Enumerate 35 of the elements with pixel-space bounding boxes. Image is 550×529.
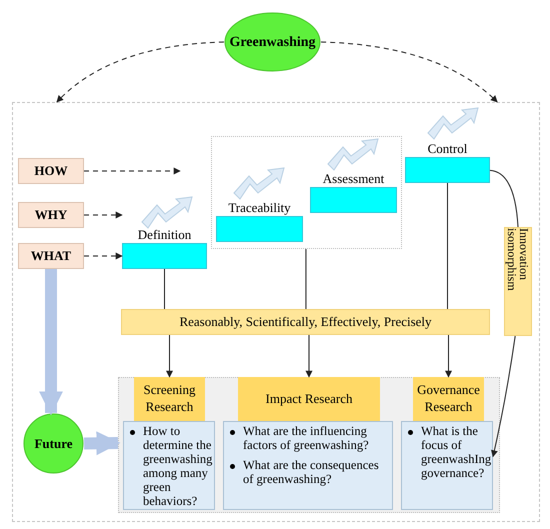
research-header: Governance Research <box>413 377 484 421</box>
innovation-box: Innovation isomorphism <box>504 227 532 336</box>
arrow <box>56 42 224 102</box>
step-label: Definition <box>136 227 192 243</box>
arrow <box>306 334 312 378</box>
question-text: What are the consequences of greenwashing? <box>243 458 380 486</box>
arrow <box>84 212 123 218</box>
block-arrow <box>39 269 63 416</box>
question-card <box>123 421 215 510</box>
question-text: How to determine the greenwashing among many green behaviors? <box>143 424 212 508</box>
topic-label: Greenwashing <box>229 34 316 52</box>
arrow <box>320 42 498 102</box>
dotted-frame <box>211 136 402 249</box>
question-text: What are the influencing factors of greenwashing? <box>243 424 370 452</box>
step-label: Control <box>426 141 468 157</box>
question-card <box>401 421 493 510</box>
research-panel <box>118 377 500 513</box>
arrow <box>445 334 452 378</box>
question-box: WHY <box>18 202 84 228</box>
research-header: Impact Research <box>238 377 380 421</box>
arrow <box>84 168 181 174</box>
question-box: HOW <box>18 158 84 184</box>
question-text: What is the focus of greenwashIng governance? <box>421 424 492 480</box>
arrow <box>84 252 123 260</box>
future-label: Future <box>34 434 73 453</box>
step-label: Assessment <box>322 171 386 187</box>
arrow <box>166 334 173 378</box>
step-label: Traceability <box>227 200 292 216</box>
principle-bar: Reasonably, Scientifically, Effectively, Precisely <box>121 309 490 335</box>
question-box: WHAT <box>18 243 84 269</box>
question-card <box>223 421 393 510</box>
arrow <box>490 336 516 458</box>
dashed-frame <box>12 102 540 522</box>
block-arrow <box>84 431 120 456</box>
research-header: Screening Research <box>134 377 205 421</box>
